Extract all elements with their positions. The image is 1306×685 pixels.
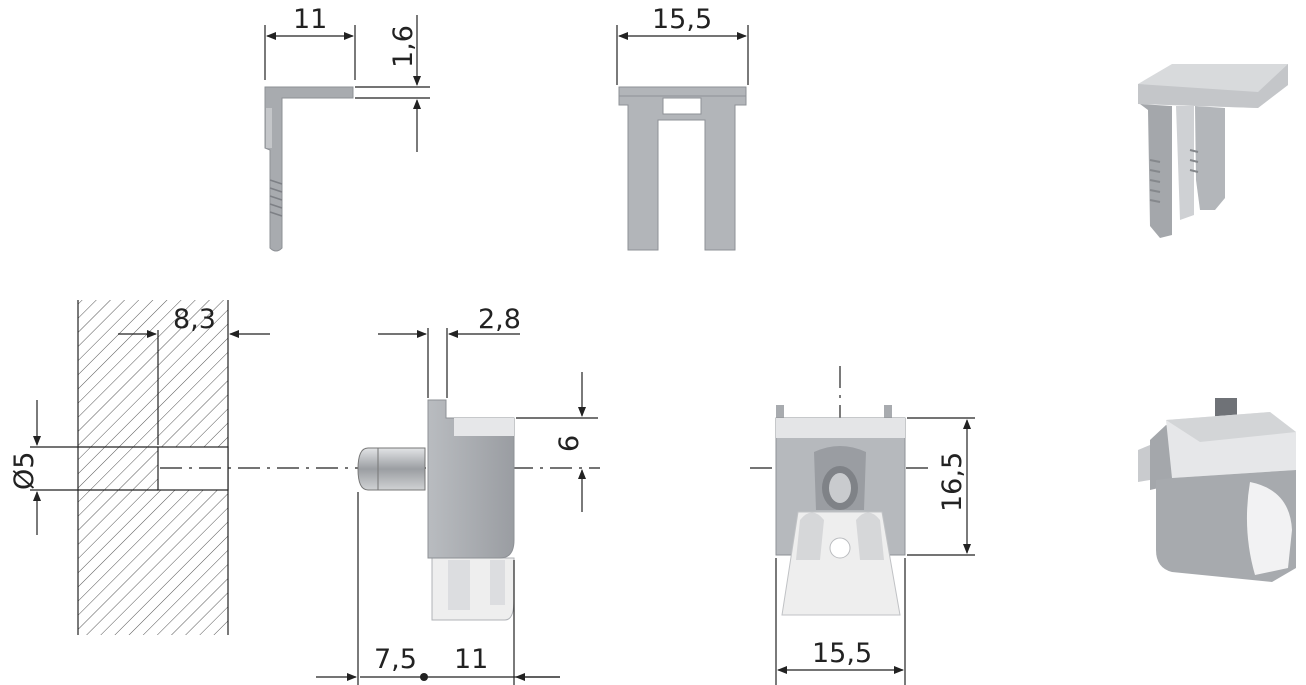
render-bottom-3d: [1138, 398, 1296, 582]
render-top-3d: [1138, 64, 1288, 238]
dim-front-height: 16,5: [937, 452, 968, 512]
dim-top-front-width: 15,5: [652, 4, 712, 35]
dim-bore-depth: 8,3: [173, 304, 216, 335]
top-front-view: 15,5: [616, 4, 749, 251]
dim-pin-height: 6: [554, 435, 585, 452]
dim-bore-diameter: Ø5: [9, 452, 40, 490]
dim-body-depth: 11: [454, 644, 488, 675]
dim-top-thickness: 1,6: [388, 25, 419, 68]
dim-pin-length: 7,5: [374, 644, 417, 675]
bottom-side-view: 2,8 6 7,5 11: [316, 304, 598, 685]
dim-top-side-width: 11: [293, 4, 327, 35]
top-side-view: 11 1,6: [264, 4, 430, 252]
bottom-front-view: 15,5 16,5: [750, 366, 975, 685]
dim-front-width: 15,5: [812, 638, 872, 669]
dim-pin-offset: 2,8: [478, 304, 521, 335]
